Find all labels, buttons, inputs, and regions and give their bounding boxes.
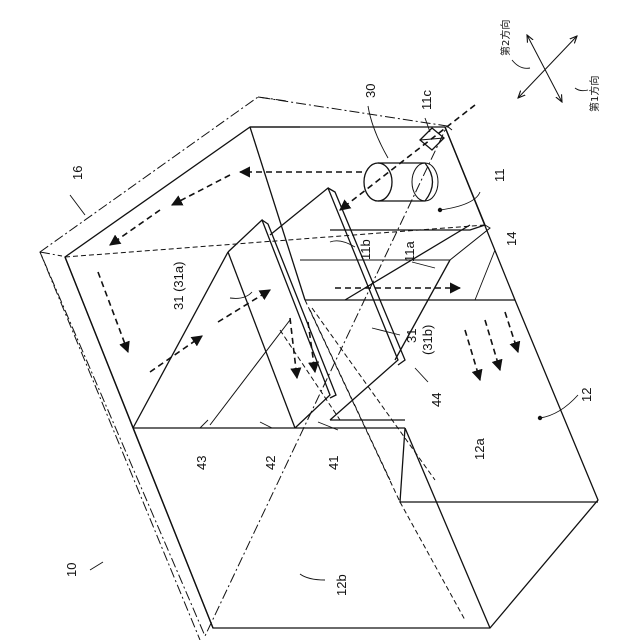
label-12: 12 (579, 388, 594, 402)
label-16: 16 (70, 166, 85, 180)
label-41: 41 (326, 456, 341, 470)
label-12b: 12b (334, 574, 349, 596)
direction-first-label: 第1方向 (588, 76, 601, 112)
label-11b: 11b (358, 239, 373, 260)
label-31b-bottom: (31b) (420, 325, 435, 355)
reference-labels: 10 16 30 11c 11 11b 11a 14 31 (31a) 31 (… (64, 20, 601, 596)
label-43: 43 (194, 456, 209, 470)
direction-second-label: 第2方向 (499, 20, 512, 56)
direction-compass (512, 35, 588, 102)
label-31a: 31 (31a) (171, 262, 186, 310)
label-11c: 11c (419, 90, 434, 110)
label-30: 30 (363, 84, 378, 98)
hidden-lines (65, 225, 485, 620)
label-11a: 11a (402, 241, 417, 262)
label-11: 11 (492, 169, 507, 183)
label-42: 42 (263, 456, 278, 470)
case-body (65, 127, 598, 628)
cover-16 (40, 97, 452, 640)
label-44: 44 (429, 393, 444, 407)
label-14: 14 (504, 232, 519, 246)
label-31b-top: 31 (404, 329, 419, 343)
label-10: 10 (64, 563, 79, 577)
label-12a: 12a (472, 438, 487, 460)
